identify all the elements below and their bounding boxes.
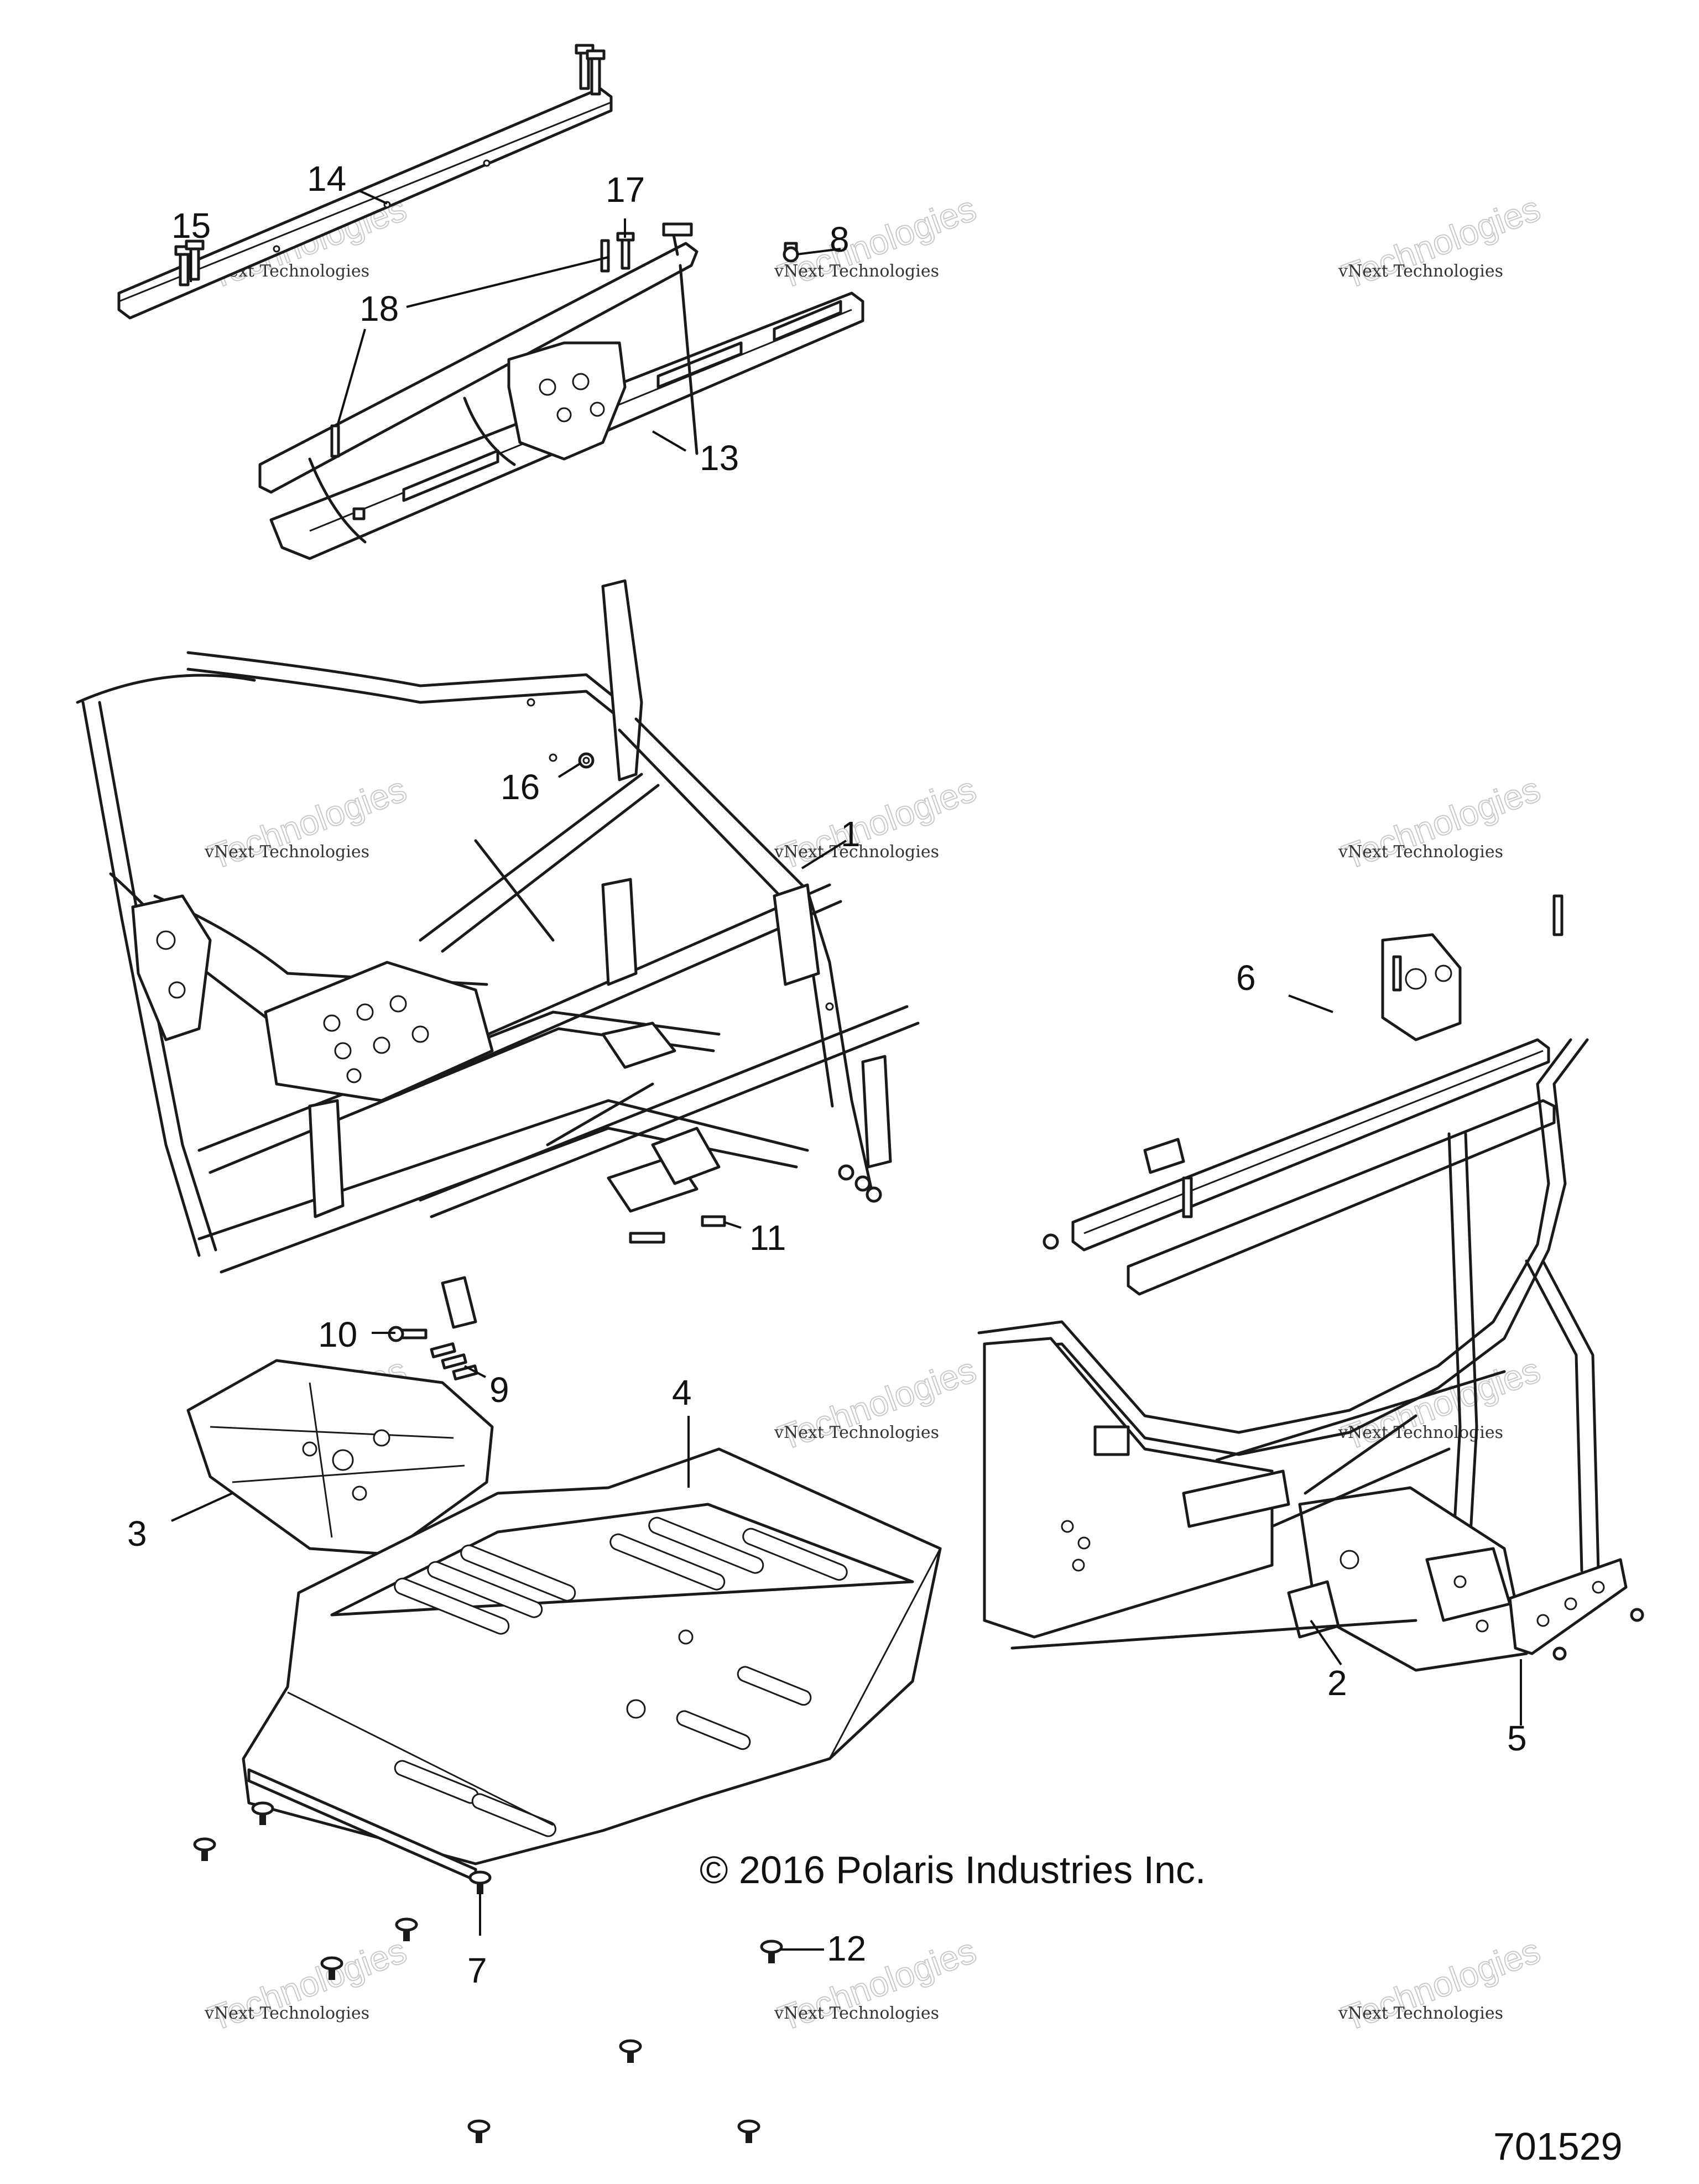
watermark-9: Technologies vNext Technologies — [1337, 1349, 1546, 1458]
slot-pattern — [394, 1516, 848, 1837]
svg-text:vNext Technologies: vNext Technologies — [1338, 262, 1503, 281]
callout-18: 18 — [359, 289, 399, 329]
callout-13: 13 — [700, 438, 739, 478]
callout-12: 12 — [827, 1928, 866, 1968]
callout-8: 8 — [830, 220, 850, 259]
watermark-11: Technologies vNext Technologies — [773, 1930, 982, 2039]
callout-14: 14 — [307, 159, 346, 199]
callout-3: 3 — [127, 1514, 147, 1554]
part-5-bracket — [1508, 1558, 1644, 1661]
bolt-icon — [575, 44, 606, 96]
svg-text:vNext Technologies: vNext Technologies — [204, 2004, 369, 2023]
part-15-bolt — [174, 239, 205, 286]
rivet-icon — [395, 1917, 418, 1941]
rivet-icon — [467, 2119, 491, 2143]
svg-text:vNext Technologies: vNext Technologies — [1338, 842, 1503, 862]
callout-5: 5 — [1507, 1718, 1527, 1758]
callout-15: 15 — [171, 206, 211, 246]
watermark-10: Technologies vNext Technologies — [203, 1930, 412, 2039]
watermark-3: Technologies vNext Technologies — [1337, 187, 1546, 296]
svg-text:vNext Technologies: vNext Technologies — [774, 2004, 939, 2023]
svg-text:vNext Technologies: vNext Technologies — [774, 1423, 939, 1442]
callout-2: 2 — [1327, 1663, 1347, 1703]
watermark-12: Technologies vNext Technologies — [1337, 1930, 1546, 2039]
part-9-bolts — [430, 1342, 478, 1381]
rivet-icon — [760, 1940, 783, 1963]
rivet-icon — [320, 1956, 343, 1980]
copyright-text: © 2016 Polaris Industries Inc. — [700, 1848, 1206, 1891]
part-3-skid-plate — [186, 1359, 494, 1556]
part-8-nut — [783, 246, 799, 263]
callout-9: 9 — [489, 1370, 509, 1410]
part-6-side-rail — [1043, 894, 1564, 1296]
callout-4: 4 — [672, 1373, 692, 1412]
callout-6: 6 — [1236, 958, 1256, 998]
watermark-4: Technologies vNext Technologies — [203, 768, 412, 877]
part-14-rail — [117, 44, 613, 320]
callout-10: 10 — [318, 1315, 357, 1354]
leader-lines — [171, 190, 1522, 1951]
watermark-6: Technologies vNext Technologies — [1337, 768, 1546, 877]
callout-16: 16 — [501, 767, 540, 807]
callout-1: 1 — [841, 814, 861, 854]
callout-numbers: 14 15 17 8 18 13 16 1 6 11 10 9 4 3 2 5 … — [127, 159, 1527, 1990]
part-10-bolt — [388, 1326, 428, 1342]
rivet-icon — [251, 1801, 274, 1825]
figure-number: 701529 — [1493, 2125, 1623, 2168]
part-7-12-rivets — [193, 1801, 783, 2143]
rivet-icon — [193, 1837, 216, 1861]
callout-7: 7 — [467, 1951, 487, 1990]
rivet-icon — [468, 1870, 492, 1894]
svg-text:vNext Technologies: vNext Technologies — [774, 262, 939, 281]
part-17-bolt — [616, 232, 635, 270]
svg-text:vNext Technologies: vNext Technologies — [204, 842, 369, 862]
watermark-8: Technologies vNext Technologies — [773, 1349, 982, 1458]
rivet-icon — [737, 2119, 760, 2143]
part-2-front-frame — [977, 1038, 1600, 1672]
part-4-main-skid-plate — [242, 1447, 942, 1882]
svg-text:vNext Technologies: vNext Technologies — [774, 842, 939, 862]
callout-17: 17 — [606, 170, 645, 210]
rivet-icon — [619, 2039, 642, 2063]
part-1-main-frame — [76, 579, 920, 1329]
callout-11: 11 — [749, 1218, 786, 1258]
part-13-rear-mount — [258, 222, 864, 560]
part-16-nut — [578, 752, 595, 769]
svg-text:vNext Technologies: vNext Technologies — [1338, 2004, 1503, 2023]
